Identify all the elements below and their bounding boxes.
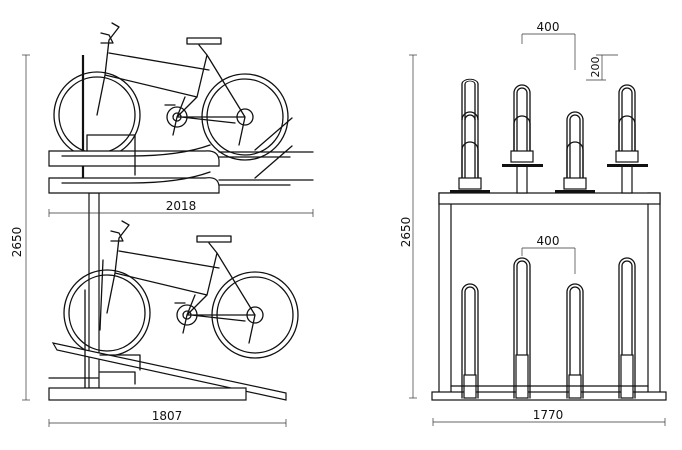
front-base	[431, 391, 667, 401]
lower-hoops	[450, 257, 649, 399]
left-frame-post	[438, 192, 452, 399]
right-frame-post	[647, 192, 661, 399]
front-view: 2650 400 200 400 1770	[399, 20, 667, 426]
lower-spacing-label: 400	[537, 234, 560, 248]
front-width-label: 1770	[533, 408, 564, 422]
upper-hoops	[450, 78, 648, 193]
upper-tray-2	[48, 177, 220, 194]
front-height-label: 2650	[399, 217, 413, 248]
side-height-label: 2650	[10, 227, 24, 258]
base-frame	[48, 387, 247, 401]
upper-tray-1	[48, 150, 220, 167]
upper-spacing-label: 400	[537, 20, 560, 34]
top-beam	[438, 192, 661, 205]
upper-bicycle	[53, 22, 289, 161]
lower-ramp	[51, 342, 287, 401]
side-view: 2650 2018 1807	[10, 22, 314, 427]
upper-depth-label: 2018	[166, 199, 197, 213]
base-depth-label: 1807	[152, 409, 183, 423]
offset-label: 200	[589, 57, 602, 78]
